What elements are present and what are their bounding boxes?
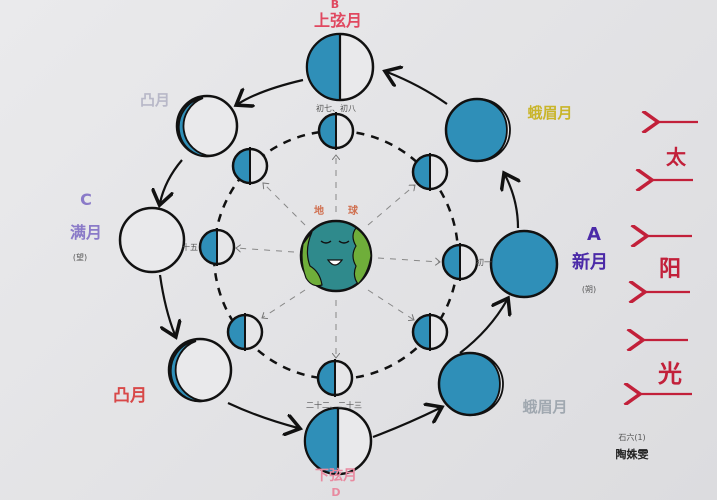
- inner-moon-half-lit: [317, 112, 355, 150]
- earth-label-1: 地: [314, 204, 324, 217]
- new-moon-letter: A: [587, 224, 601, 245]
- sunlight-arrows: [640, 122, 698, 394]
- author-class: 石六(1): [618, 432, 645, 442]
- author-name: 陶姝雯: [616, 447, 650, 461]
- last-quarter-days: 二十二、二十三: [306, 400, 362, 410]
- inner-moon-half-lit: [231, 147, 269, 185]
- full-moon-letter: C: [80, 190, 92, 209]
- inner-moon-half-lit: [226, 313, 264, 351]
- crescent-lower-label: 蛾眉月: [522, 398, 567, 416]
- last-quarter-moon: [303, 406, 373, 476]
- smiling-earth-icon: [299, 219, 373, 293]
- inner-moon-half-lit: [411, 153, 449, 191]
- last-quarter-letter: D: [331, 486, 340, 499]
- full-moon-days: 十五: [182, 242, 198, 252]
- new-moon-alt: (朔): [582, 284, 596, 294]
- new-moon: [489, 229, 559, 299]
- gibbous-lower-moon: [167, 337, 233, 403]
- inner-moon-half-lit: [198, 228, 236, 266]
- new-moon-label: 新月: [572, 251, 608, 273]
- outer-moons: [118, 32, 559, 476]
- last-quarter-label: 下弦月: [315, 467, 357, 484]
- gibbous-upper-moon: [175, 94, 239, 158]
- first-quarter-moon: [305, 32, 375, 102]
- inner-moon-half-lit: [441, 243, 479, 281]
- waxing-crescent-moon: [444, 97, 511, 163]
- new-moon-days: 初一: [476, 257, 492, 267]
- inner-moon-half-lit: [316, 359, 354, 397]
- full-moon: [118, 206, 186, 274]
- full-moon-label: 满月: [70, 223, 102, 242]
- sunlight-label-3: 光: [657, 360, 682, 388]
- waning-crescent-moon: [437, 351, 504, 417]
- sight-lines: [236, 155, 440, 358]
- sunlight-label-1: 太: [666, 145, 687, 169]
- crescent-upper-label: 蛾眉月: [527, 104, 572, 122]
- first-quarter-letter: B: [331, 0, 339, 11]
- earth-label-2: 球: [348, 204, 359, 217]
- first-quarter-label: 上弦月: [314, 11, 362, 30]
- full-moon-alt: (望): [73, 252, 87, 262]
- inner-moon-half-lit: [411, 313, 449, 351]
- first-quarter-days: 初七、初八: [316, 103, 356, 113]
- inner-moons: [198, 112, 479, 397]
- gibbous-lower-label: 凸月: [113, 386, 147, 406]
- sunlight-label-2: 阳: [659, 257, 681, 282]
- outer-orbit-arrows: [160, 72, 518, 439]
- gibbous-upper-label: 凸月: [140, 91, 170, 109]
